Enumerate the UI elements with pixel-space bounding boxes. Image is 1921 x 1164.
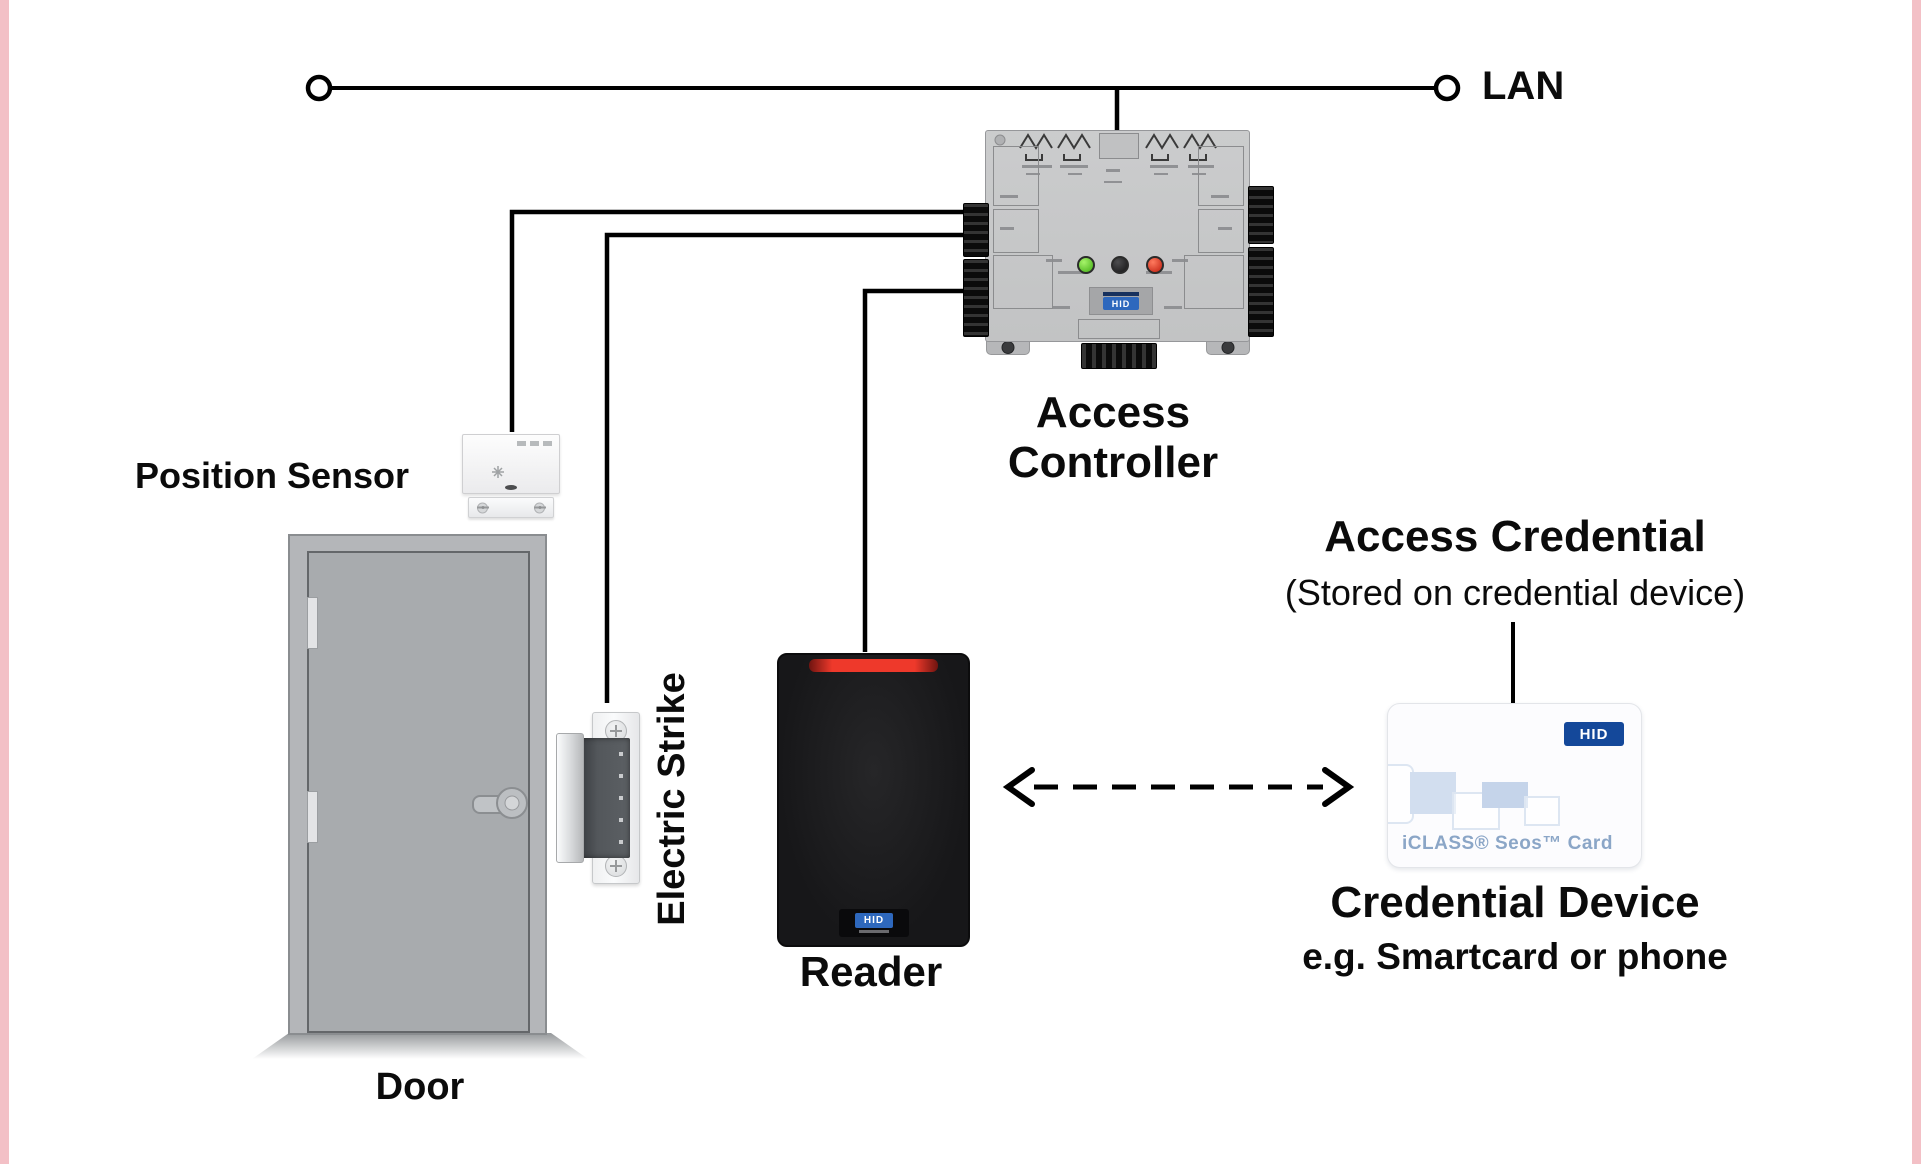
access-controller-label-line1: Access (1035, 388, 1191, 437)
reader-wire (862, 288, 963, 652)
sensor-indicator (505, 485, 517, 490)
controller-block (1198, 209, 1244, 253)
position-sensor-wire (509, 209, 963, 432)
magnet-screw-icon (477, 502, 488, 513)
controller-power-block (1099, 133, 1139, 159)
controller-led-red-icon (1146, 256, 1164, 274)
electric-strike-wire (604, 232, 963, 703)
controller-terminal-right-1 (1248, 186, 1274, 244)
hid-logo-text: HID (1103, 297, 1139, 310)
magnet-screw-icon (534, 502, 545, 513)
door-shadow (252, 1033, 588, 1059)
controller-led-green-icon (1077, 256, 1095, 274)
card-graphic-shape (1388, 764, 1414, 824)
card-product-label: iCLASS® Seos™ Card (1402, 833, 1613, 854)
door-graphic (288, 534, 547, 1035)
right-edge-strip (1912, 0, 1921, 1164)
left-edge-strip (0, 0, 9, 1164)
access-credential-heading: Access Credential (1324, 512, 1706, 561)
controller-block (993, 255, 1053, 309)
position-sensor-label: Position Sensor (134, 455, 410, 496)
controller-block (993, 146, 1039, 206)
access-controller-label: Access Controller (983, 388, 1243, 488)
door-panel (307, 551, 530, 1033)
controller-block (993, 209, 1039, 253)
sensor-print-marks (517, 441, 553, 446)
access-credential-subheading: (Stored on credential device) (1284, 572, 1746, 613)
credential-device-heading: Credential Device (1330, 878, 1700, 927)
card-hid-logo: HID (1564, 722, 1624, 746)
reader-device: HID (777, 653, 970, 947)
door-hinge-icon (307, 791, 318, 843)
reader-led-bar-icon (809, 659, 938, 672)
electric-strike-label: Electric Strike (650, 672, 693, 926)
card-graphic-shape (1482, 782, 1528, 808)
controller-hid-logo: HID (1089, 287, 1153, 315)
rf-exchange-arrow (1002, 767, 1355, 807)
controller-led-dark-icon (1111, 256, 1129, 274)
electric-strike-cavity (576, 738, 630, 858)
reader-model-text-mark (859, 930, 889, 933)
access-controller-device: HID (985, 130, 1250, 342)
position-sensor-device (462, 434, 560, 494)
door-handle-rose-icon (496, 787, 528, 819)
controller-block (1198, 146, 1244, 206)
door-hinge-icon (307, 597, 318, 649)
hid-logo-text: HID (855, 913, 893, 928)
lan-node-left-icon (305, 74, 333, 102)
access-controller-label-line2: Controller (1007, 438, 1219, 487)
card-graphic-shape (1410, 772, 1456, 814)
reader-hid-logo: HID (839, 909, 909, 937)
controller-block (1078, 319, 1160, 339)
door-label: Door (375, 1066, 465, 1108)
credential-card: HID iCLASS® Seos™ Card (1387, 703, 1642, 868)
controller-silkscreen (994, 133, 1232, 309)
controller-block (1184, 255, 1244, 309)
sensor-logo-icon (492, 466, 504, 478)
position-sensor-magnet (468, 497, 554, 518)
controller-terminal-left-1 (963, 203, 989, 257)
credential-device-subheading: e.g. Smartcard or phone (1302, 936, 1728, 977)
controller-terminal-left-2 (963, 259, 989, 337)
controller-terminal-bottom (1081, 343, 1157, 369)
strike-pins (619, 752, 623, 844)
reader-label: Reader (799, 948, 943, 995)
strike-screw-icon (605, 855, 627, 877)
card-graphic-shape (1524, 796, 1560, 826)
electric-strike-keeper (556, 733, 584, 863)
lan-node-right-icon (1433, 74, 1461, 102)
lan-label: LAN (1482, 64, 1565, 108)
controller-terminal-right-2 (1248, 247, 1274, 337)
